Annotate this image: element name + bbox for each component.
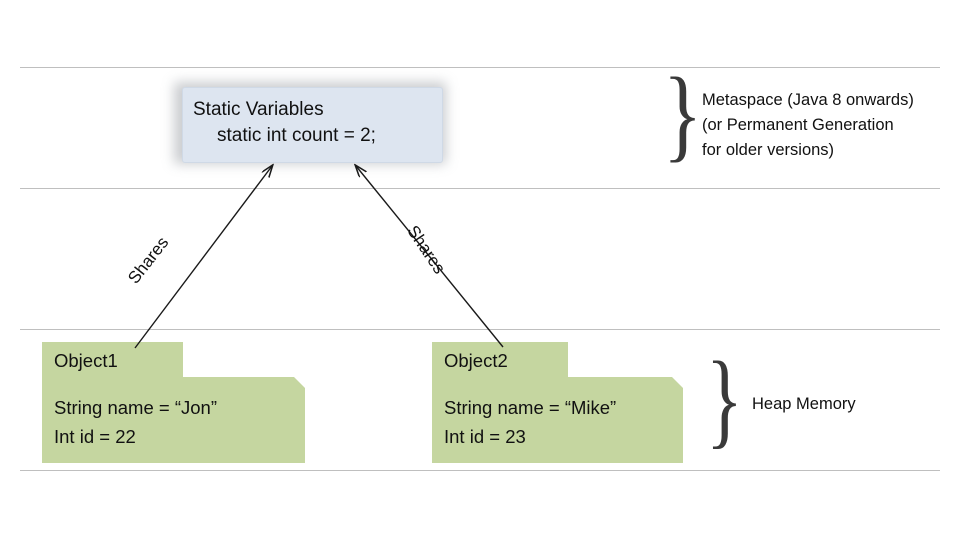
metaspace-caption-line-3: for older versions): [702, 141, 835, 159]
object2-field-id: Int id = 23: [444, 426, 526, 447]
object1-field-id: Int id = 22: [54, 426, 136, 447]
metaspace-brace-icon: }: [663, 55, 703, 172]
object2-field-name: String name = “Mike”: [444, 397, 617, 418]
metaspace-caption-line-2: (or Permanent Generation: [702, 116, 894, 134]
static-variables-title: Static Variables: [193, 99, 324, 120]
object1-tab-label: Object1: [42, 342, 183, 378]
static-variables-declaration: static int count = 2;: [217, 125, 376, 146]
static-variables-box: Static Variables static int count = 2;: [182, 87, 443, 163]
top-rule: [20, 67, 940, 68]
heap-bottom-rule: [20, 470, 940, 471]
object2-body: String name = “Mike” Int id = 23: [432, 377, 683, 463]
metaspace-caption-line-1: Metaspace (Java 8 onwards): [702, 91, 914, 109]
arrow-label-shares-right: Shares: [403, 222, 450, 278]
object2-tab-label: Object2: [432, 342, 568, 378]
heap-caption: Heap Memory: [752, 395, 856, 413]
metaspace-bottom-rule: [20, 188, 940, 189]
heap-brace-icon: }: [706, 338, 743, 459]
object1-body: String name = “Jon” Int id = 22: [42, 377, 305, 463]
arrow-label-shares-left: Shares: [124, 233, 173, 288]
metaspace-caption: Metaspace (Java 8 onwards) (or Permanent…: [702, 88, 952, 163]
object1-field-name: String name = “Jon”: [54, 397, 217, 418]
heap-top-rule: [20, 329, 940, 330]
